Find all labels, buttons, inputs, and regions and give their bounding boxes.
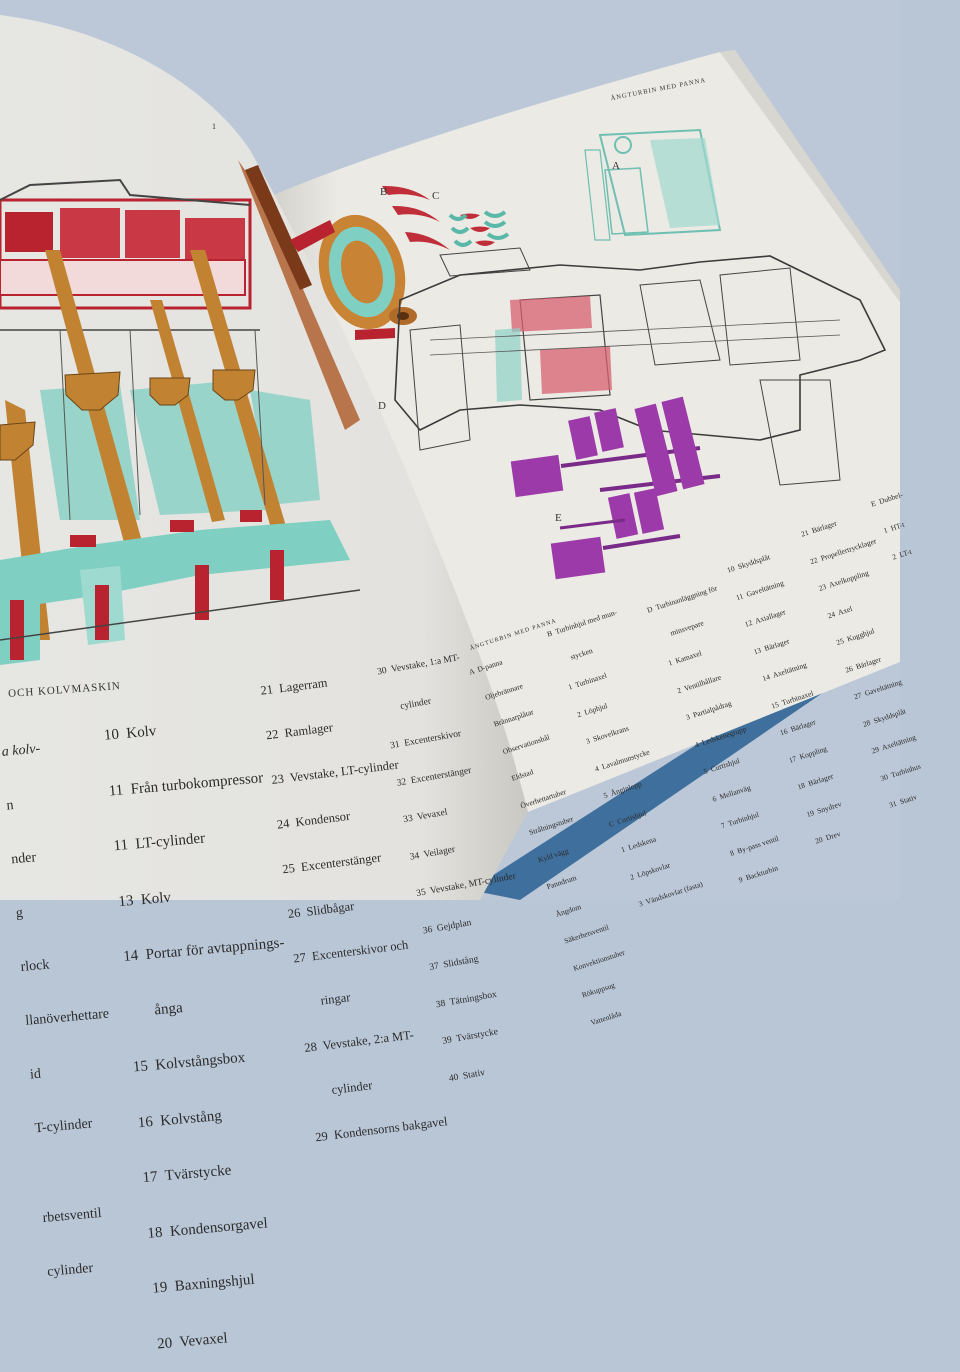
label-D: D [378, 400, 387, 412]
book-cover [470, 610, 900, 900]
label-B: B [380, 186, 389, 198]
gear-diagram-D [510, 396, 721, 498]
piston-engine-drawing [0, 178, 361, 665]
left-page-number: 1 [212, 122, 217, 131]
spine-illustration-strip [238, 160, 360, 430]
curtis-wheel-drawing [290, 214, 417, 340]
label-E: E [555, 512, 563, 524]
d-boiler-drawing [584, 128, 722, 241]
gear-diagram-E [550, 488, 681, 580]
turbine-plant-drawing [394, 247, 887, 486]
label-C: C [432, 190, 441, 202]
label-A: A [612, 160, 621, 172]
nozzle-blades-drawing [382, 185, 510, 250]
book-photo [0, 15, 900, 900]
